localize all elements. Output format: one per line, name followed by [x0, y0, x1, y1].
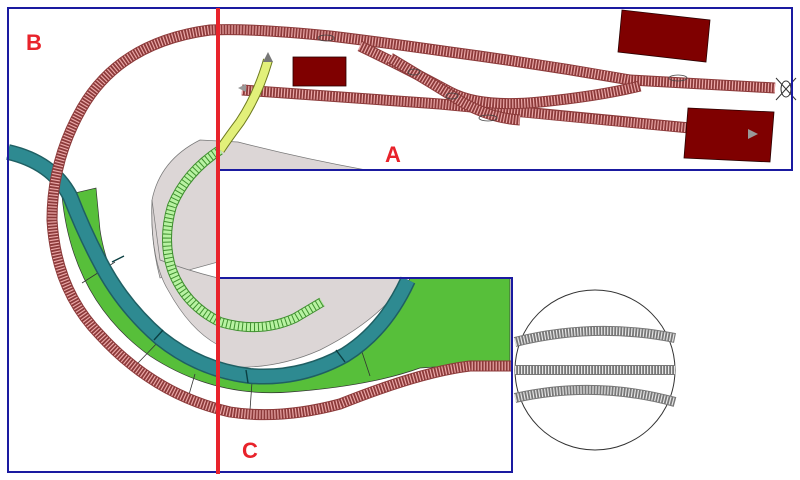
track-end-arrow-icon [748, 129, 758, 139]
section-label-a: A [385, 142, 401, 167]
teal-track-joints [111, 255, 346, 384]
teal-track-lower-fill [6, 145, 414, 383]
board-outline-b [7, 7, 218, 473]
section-label-b: B [26, 30, 42, 55]
switch-markers [317, 34, 688, 122]
building-small [292, 56, 347, 87]
grey-terrain-upper [151, 139, 367, 279]
yard-track-3-sleepers [387, 54, 521, 125]
track-end-arrow-icon [263, 52, 273, 62]
section-label-c: C [242, 438, 258, 463]
track-end-arrow-icon [238, 84, 246, 92]
light-green-helix-track-fill [163, 146, 325, 332]
board-outline-c [218, 277, 513, 473]
turntable-tracks [513, 325, 677, 407]
main-loop-track-sleepers [47, 25, 776, 420]
board-outline-a [218, 7, 793, 171]
yard-track-1-sleepers [241, 85, 761, 139]
building-large-bottom [683, 107, 775, 163]
building-large-top [617, 9, 711, 63]
yellow-branch-track-fill [216, 58, 272, 153]
